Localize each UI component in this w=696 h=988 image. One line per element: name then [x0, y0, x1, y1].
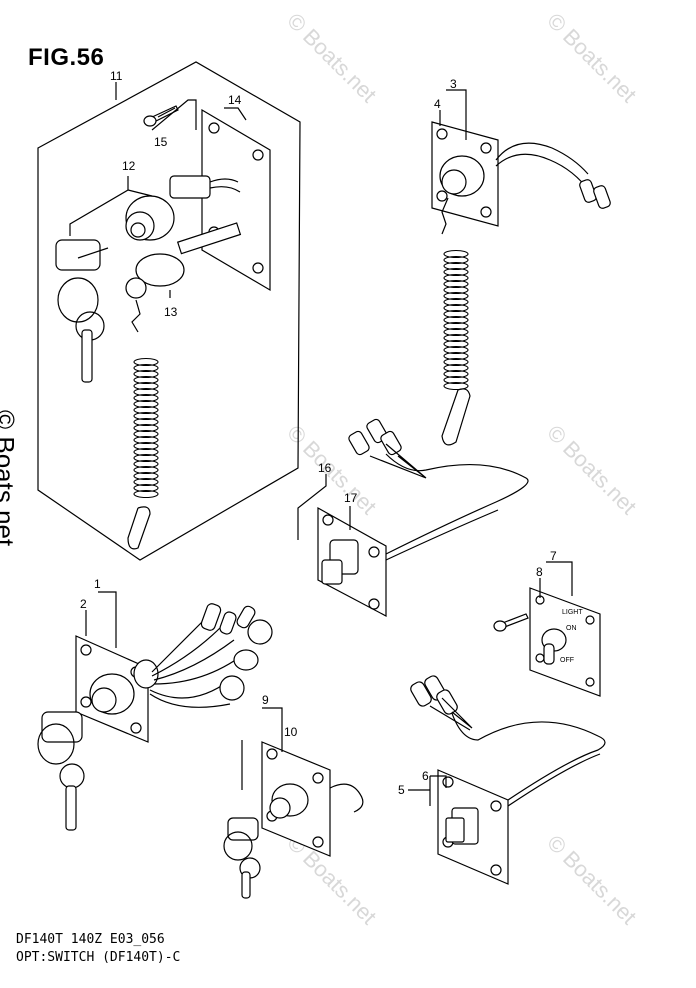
coil-loop: [443, 285, 469, 295]
callout-1: 1: [94, 577, 101, 591]
coil-loop: [133, 399, 159, 409]
coil-loop: [133, 453, 159, 463]
callout-15: 15: [154, 135, 168, 149]
callout-12: 12: [122, 159, 136, 173]
coil-loop: [443, 279, 469, 289]
coil-loop: [443, 375, 469, 385]
callout-4: 4: [434, 97, 441, 111]
coil-loop: [133, 375, 159, 385]
plate-part-17: [317, 418, 529, 617]
coil-loop: [133, 435, 159, 445]
coil-loop: [133, 465, 159, 475]
plate-part-14: [201, 108, 271, 292]
coil-loop: [133, 393, 159, 403]
stop-switch-part-13: [125, 222, 242, 333]
coil-loop: [443, 321, 469, 331]
key-part: [55, 239, 109, 383]
coil-loop: [443, 297, 469, 307]
leader-lines: [69, 82, 573, 806]
coil-lanyard-left: [133, 357, 159, 499]
coil-loop: [443, 273, 469, 283]
coil-loop: [443, 249, 469, 259]
callout-17: 17: [344, 491, 358, 505]
coil-loop: [443, 291, 469, 301]
plate-part-8: LIGHT ON OFF: [529, 587, 601, 697]
screw-part-15: [143, 105, 179, 127]
coil-loop: [443, 255, 469, 265]
coil-loop: [443, 363, 469, 373]
callout-10: 10: [284, 725, 298, 739]
lanyard-clip-right: [441, 388, 471, 446]
callout-7: 7: [550, 549, 557, 563]
coil-loop: [133, 417, 159, 427]
switch-part-12: [125, 175, 241, 241]
footer-caption: OPT:SWITCH (DF140T)-C: [16, 950, 181, 965]
callout-13: 13: [164, 305, 178, 319]
coil-loop: [133, 357, 159, 367]
callout-6: 6: [422, 769, 429, 783]
coil-loop: [443, 333, 469, 343]
callout-14: 14: [228, 93, 242, 107]
coil-loop: [133, 381, 159, 391]
coil-loop: [443, 345, 469, 355]
coil-lanyard-right: [443, 249, 469, 391]
side-watermark: © Boats.net: [0, 410, 20, 547]
coil-loop: [133, 489, 159, 499]
callout-5: 5: [398, 783, 405, 797]
plate-part-2: [37, 603, 273, 831]
coil-loop: [443, 267, 469, 277]
coil-loop: [443, 261, 469, 271]
coil-loop: [443, 369, 469, 379]
coil-loop: [443, 339, 469, 349]
coil-loop: [133, 483, 159, 493]
coil-loop: [133, 459, 159, 469]
coil-loop: [133, 369, 159, 379]
panel-label-on: ON: [566, 625, 577, 632]
coil-loop: [443, 315, 469, 325]
coil-loop: [133, 411, 159, 421]
coil-loop: [133, 471, 159, 481]
coil-loop: [443, 303, 469, 313]
coil-loop: [443, 309, 469, 319]
panel-label-light: LIGHT: [562, 609, 583, 616]
coil-loop: [133, 477, 159, 487]
coil-loop: [443, 327, 469, 337]
group-box-11: [37, 61, 301, 561]
footer-code: DF140T 140Z E03_056: [16, 932, 165, 947]
callout-16: 16: [318, 461, 332, 475]
coil-loop: [133, 423, 159, 433]
callout-3: 3: [450, 77, 457, 91]
plate-part-6: [410, 675, 606, 885]
panel-label-off: OFF: [560, 657, 574, 664]
callout-11: 11: [110, 69, 123, 83]
coil-loop: [133, 363, 159, 373]
coil-loop: [133, 441, 159, 451]
plate-part-4: [431, 121, 611, 235]
coil-loop: [133, 405, 159, 415]
callout-2: 2: [80, 597, 87, 611]
coil-loop: [133, 429, 159, 439]
figure-title: FIG.56: [28, 44, 105, 71]
plate-part-10: [223, 741, 364, 899]
coil-loop: [443, 351, 469, 361]
coil-loop: [133, 387, 159, 397]
screw-part-light: [493, 613, 529, 632]
callout-8: 8: [536, 565, 543, 579]
callout-9: 9: [262, 693, 269, 707]
lanyard-clip-left: [127, 506, 151, 550]
coil-loop: [133, 447, 159, 457]
coil-loop: [443, 357, 469, 367]
coil-loop: [443, 381, 469, 391]
